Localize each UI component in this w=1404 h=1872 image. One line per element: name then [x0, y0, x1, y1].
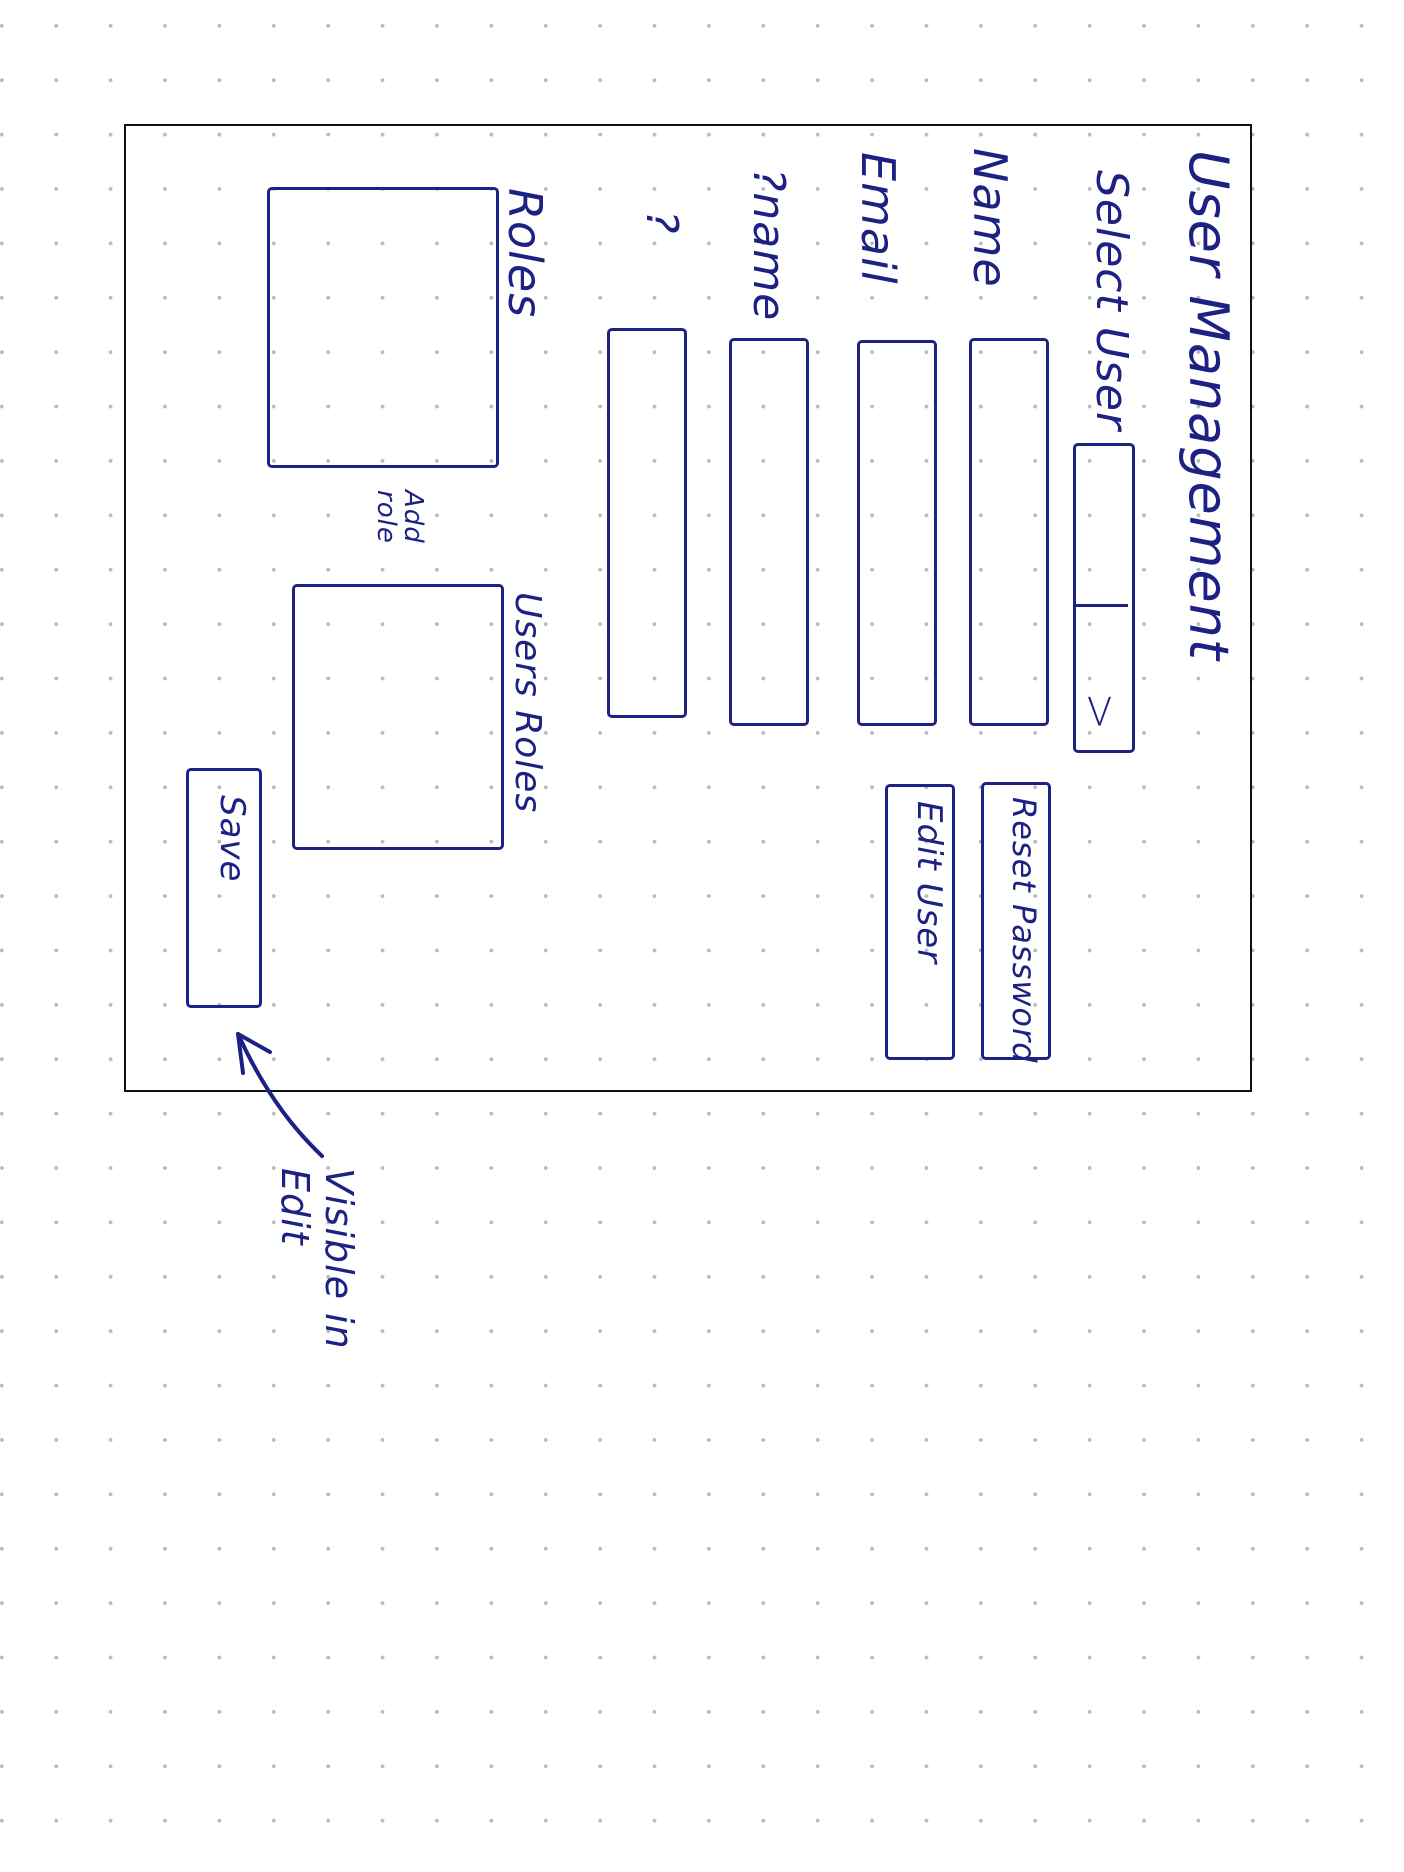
- page-title: User Management: [1177, 150, 1240, 661]
- save-label: Save: [212, 795, 252, 883]
- q-textarea[interactable]: [607, 328, 687, 718]
- annotation-text: Visible in Edit: [273, 1168, 361, 1350]
- user-roles-list[interactable]: [292, 584, 504, 850]
- select-user-label: Select User: [1086, 170, 1137, 432]
- roles-list[interactable]: [267, 187, 499, 468]
- edit-user-label: Edit User: [909, 801, 949, 965]
- name-input[interactable]: [969, 338, 1049, 726]
- field-label-q: ?: [636, 210, 687, 235]
- roles-label: Roles: [498, 188, 552, 319]
- dropdown-divider: [1073, 604, 1128, 607]
- reset-password-button[interactable]: Reset Password: [981, 782, 1051, 1064]
- save-button[interactable]: Save: [186, 768, 262, 1008]
- select-user-dropdown[interactable]: >: [1073, 443, 1135, 753]
- reset-password-label: Reset Password: [1005, 797, 1043, 1064]
- chevron-down-icon: >: [1074, 692, 1128, 731]
- field-label-name: Name: [963, 148, 1017, 288]
- add-role-button[interactable]: Add role: [370, 490, 428, 544]
- field-label-email: Email: [851, 152, 905, 285]
- user-roles-label: Users Roles: [507, 592, 548, 814]
- edit-user-button[interactable]: Edit User: [885, 784, 955, 1060]
- qname-input[interactable]: [729, 338, 809, 726]
- field-label-qname: ?name: [743, 168, 794, 322]
- email-input[interactable]: [857, 340, 937, 726]
- screen-frame: [124, 124, 1252, 1092]
